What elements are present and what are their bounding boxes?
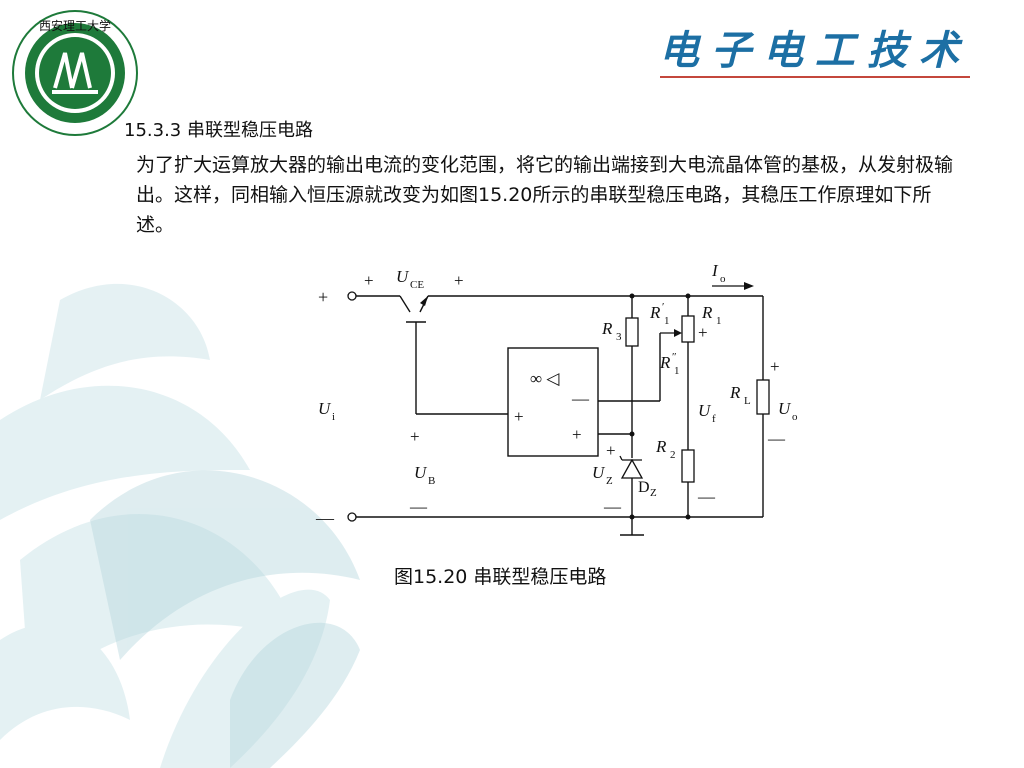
r1-prime-label: R: [649, 303, 661, 322]
opamp-plus-left: +: [514, 407, 524, 426]
uz-label: U: [592, 463, 606, 482]
dz-subscript: Z: [650, 487, 657, 499]
figure-caption: 图15.20 串联型稳压电路: [394, 566, 607, 588]
svg-text:西安理工大学: 西安理工大学: [39, 18, 111, 33]
ub-subscript: B: [428, 475, 435, 487]
university-logo: 西安理工大学: [12, 10, 138, 136]
r1-prime-subscript: 1: [664, 315, 670, 327]
input-terminal-top: [347, 291, 357, 301]
r3-subscript: 3: [616, 331, 622, 343]
r1-prime-mark: ′: [662, 301, 664, 313]
zener-diode: [619, 455, 644, 479]
input-terminal-bottom: [347, 512, 357, 522]
opamp-plus-right: +: [572, 425, 582, 444]
resistor-r1: [681, 315, 695, 343]
input-plus-label: +: [318, 287, 328, 307]
brand-header: 电子电工技术: [640, 14, 990, 94]
ui-label: U: [318, 399, 332, 418]
ub-minus: —: [409, 497, 428, 516]
r1-double-prime-subscript: 1: [674, 365, 680, 377]
uz-plus: +: [606, 441, 616, 460]
brand-title: 电子电工技术: [659, 27, 971, 74]
uo-label: U: [778, 399, 792, 418]
r2-label: R: [655, 437, 667, 456]
junction-dots: [629, 293, 691, 520]
r1-plus: +: [698, 323, 708, 342]
uce-label: U: [396, 267, 410, 286]
uf-subscript: f: [712, 413, 716, 425]
uce-subscript: CE: [410, 279, 424, 291]
io-subscript: o: [720, 273, 726, 285]
circuit-diagram: + — + U CE + I o U i + U B — ∞ ◁ — + + R…: [315, 261, 798, 536]
r2-subscript: 2: [670, 449, 676, 461]
rl-subscript: L: [744, 395, 751, 407]
leaf-decoration: [0, 283, 330, 768]
uz-subscript: Z: [606, 475, 613, 487]
ub-label: U: [414, 463, 428, 482]
brand-underline: [660, 76, 970, 78]
body-paragraph: 为了扩大运算放大器的输出电流的变化范围，将它的输出端接到大电流晶体管的基极，从发…: [136, 154, 954, 236]
uce-plus-left: +: [364, 271, 374, 290]
section-title: 15.3.3 串联型稳压电路: [124, 120, 313, 141]
uce-plus-right: +: [454, 271, 464, 290]
r3-label: R: [601, 319, 613, 338]
r1-subscript: 1: [716, 315, 722, 327]
transistor-emitter-arrow: [420, 296, 428, 306]
output-current-arrow: [712, 282, 754, 290]
uo-subscript: o: [792, 411, 798, 423]
uz-minus: —: [603, 497, 622, 516]
uf-label: U: [698, 401, 712, 420]
io-label: I: [711, 261, 719, 280]
uo-plus: +: [770, 357, 780, 376]
opamp-symbol: ∞ ◁: [530, 369, 560, 388]
r1-double-prime-mark: ″: [672, 351, 677, 363]
rl-label: R: [729, 383, 741, 402]
dz-label: D: [638, 479, 650, 496]
resistor-r3: [625, 317, 639, 347]
resistor-rl: [756, 379, 770, 415]
uo-minus: —: [767, 429, 786, 448]
r1-double-prime-label: R: [659, 353, 671, 372]
ub-plus: +: [410, 427, 420, 446]
r2-minus: —: [697, 487, 716, 506]
opamp-minus-input: —: [571, 389, 590, 408]
ui-subscript: i: [332, 411, 335, 423]
wires: [356, 295, 764, 536]
resistor-r2: [681, 449, 695, 483]
input-minus-label: —: [315, 508, 335, 528]
r1-label: R: [701, 303, 713, 322]
potentiometer-wiper: [660, 329, 682, 337]
